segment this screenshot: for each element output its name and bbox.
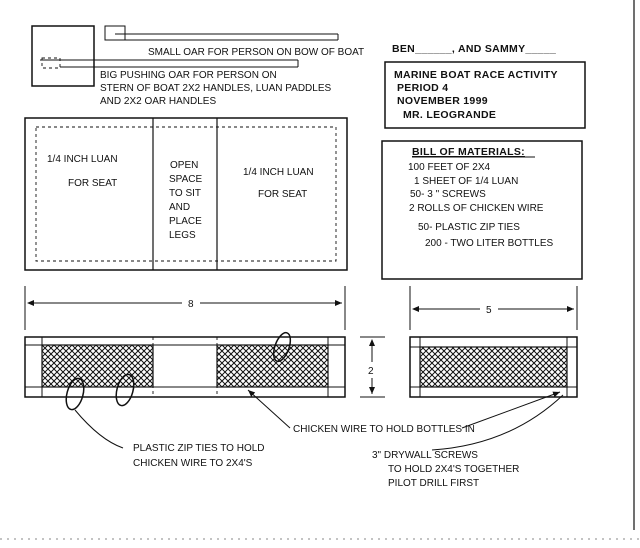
open-space-label: LEGS <box>169 230 196 241</box>
right-seat-label-line1: 1/4 INCH LUAN <box>243 167 314 178</box>
open-space-label: AND <box>169 202 190 213</box>
chicken-wire-panel-right <box>216 344 329 388</box>
top-view-inner-dash <box>35 126 337 262</box>
zip-tie-circle <box>115 373 135 407</box>
bill-of-materials-box <box>381 140 583 280</box>
bom-item: 200 - TWO LITER BOTTLES <box>425 238 554 249</box>
chicken-wire-panel-left <box>41 344 154 388</box>
chicken-wire-panel-end <box>419 346 568 388</box>
boat-side-view <box>24 331 346 411</box>
bom-item: 50- 3 " SCREWS <box>410 189 486 200</box>
height-dimension-label: 2 <box>368 366 374 377</box>
open-space-label: TO SIT <box>169 188 201 199</box>
oar-paddle-blade <box>31 25 95 87</box>
bom-item: 2 ROLLS OF CHICKEN WIRE <box>409 203 544 214</box>
right-seat-label-line2: FOR SEAT <box>258 189 307 200</box>
side-view-frame <box>24 336 346 398</box>
class-period: PERIOD 4 <box>397 82 448 94</box>
bom-heading: BILL OF MATERIALS: <box>412 146 525 158</box>
small-oar-grip <box>104 25 126 41</box>
open-space-label: SPACE <box>169 174 202 185</box>
left-seat-label-line2: FOR SEAT <box>68 178 117 189</box>
big-oar-label-line3: AND 2X2 OAR HANDLES <box>100 96 216 107</box>
oar-sketch-group <box>31 25 339 87</box>
chicken-wire-callout: CHICKEN WIRE TO HOLD BOTTLES IN <box>293 424 475 435</box>
title-block-box <box>384 61 586 129</box>
big-oar-grip <box>41 57 61 69</box>
screws-callout-line3: PILOT DRILL FIRST <box>388 478 479 489</box>
width-dimension-label: 5 <box>486 305 492 316</box>
width-dimension <box>409 286 578 330</box>
top-view-frame <box>24 117 348 271</box>
big-oar-label-line2: STERN OF BOAT 2X2 HANDLES, LUAN PADDLES <box>100 83 332 94</box>
student-names: BEN______, AND SAMMY_____ <box>392 43 556 55</box>
screws-callout-line1: 3" DRYWALL SCREWS <box>372 450 478 461</box>
zip-tie-circle <box>272 331 292 363</box>
callout-leaders <box>74 389 564 451</box>
activity-title: MARINE BOAT RACE ACTIVITY <box>394 69 558 81</box>
bom-item: 50- PLASTIC ZIP TIES <box>418 222 520 233</box>
open-space-label: PLACE <box>169 216 202 227</box>
zip-tie-circle <box>65 377 85 411</box>
length-dimension-label: 8 <box>188 299 194 310</box>
bom-item: 1 SHEET OF 1/4 LUAN <box>414 176 518 187</box>
big-oar-label-line1: BIG PUSHING OAR FOR PERSON ON <box>100 70 277 81</box>
bom-item: 100 FEET OF 2X4 <box>408 162 491 173</box>
boat-top-view <box>24 117 348 271</box>
zip-ties-callout-line1: PLASTIC ZIP TIES TO HOLD <box>133 443 265 454</box>
open-space-label: OPEN <box>170 160 198 171</box>
height-dimension <box>360 336 385 398</box>
boat-end-view <box>409 336 578 398</box>
end-view-frame <box>409 336 578 398</box>
teacher-name: MR. LEOGRANDE <box>403 109 496 121</box>
screws-callout-line2: TO HOLD 2X4'S TOGETHER <box>388 464 519 475</box>
length-dimension <box>24 286 346 330</box>
date-label: NOVEMBER 1999 <box>397 95 488 107</box>
small-oar-label: SMALL OAR FOR PERSON ON BOW OF BOAT <box>148 47 364 58</box>
zip-ties-callout-line2: CHICKEN WIRE TO 2X4'S <box>133 458 253 469</box>
left-seat-label-line1: 1/4 INCH LUAN <box>47 154 118 165</box>
